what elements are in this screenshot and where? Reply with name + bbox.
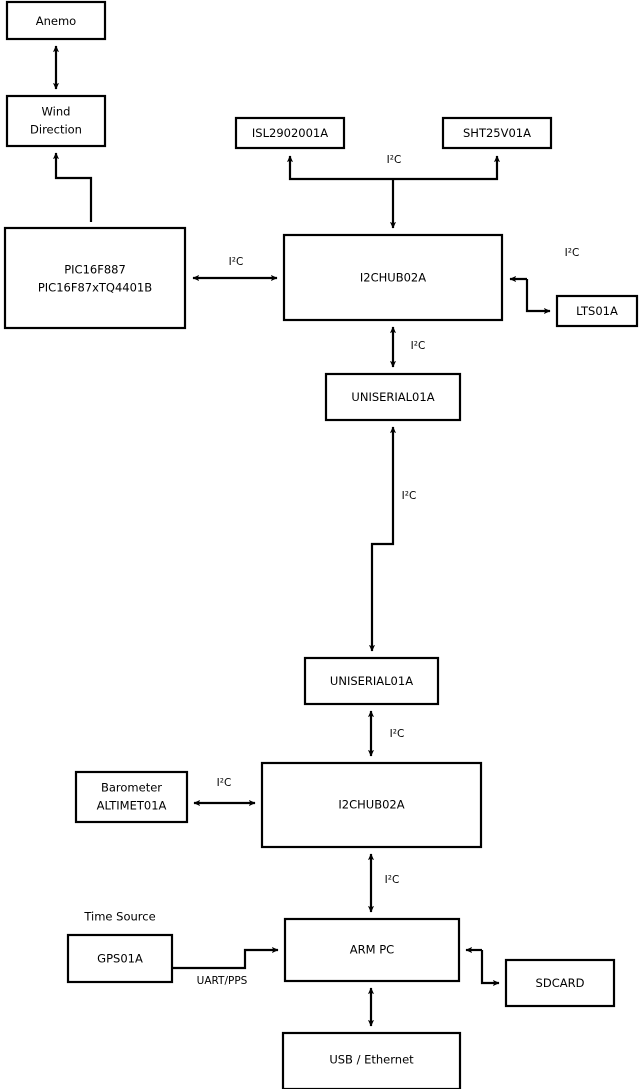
block-label-line1: PIC16F887: [64, 263, 126, 277]
block-rect[interactable]: [303, 656, 440, 706]
edge-label-i2c: I²C: [385, 874, 400, 886]
block-label: UNISERIAL01A: [351, 390, 434, 404]
edges-layer: I²C I²C I²C I²C: [52, 45, 580, 1027]
edge-label-uart-pps: UART/PPS: [197, 975, 248, 987]
block-rect[interactable]: [555, 294, 639, 328]
edge-label-i2c: I²C: [411, 340, 426, 352]
edge-path-to-sht: [393, 155, 501, 181]
edge-path-out: [525, 279, 551, 315]
block-rect[interactable]: [281, 1031, 462, 1089]
block-rect[interactable]: [283, 917, 461, 983]
block-label: UNISERIAL01A: [330, 674, 413, 688]
block-label: USB / Ethernet: [329, 1053, 414, 1067]
block-rect[interactable]: [5, 94, 107, 148]
block-sht25v01a[interactable]: SHT25V01A: [441, 116, 553, 150]
block-label: GPS01A: [97, 952, 143, 966]
block-i2chub02a-bottom[interactable]: I2CHUB02A: [260, 761, 483, 849]
block-arm-pc[interactable]: ARM PC: [283, 917, 461, 983]
block-rect[interactable]: [324, 372, 462, 422]
edge-i2chub02a-top-to-uniserial01a-top: I²C: [389, 326, 426, 368]
block-rect[interactable]: [504, 958, 616, 1008]
block-usb-ethernet[interactable]: USB / Ethernet: [281, 1031, 462, 1089]
block-anemo[interactable]: Anemo: [5, 0, 107, 41]
edge-path: [52, 152, 93, 222]
edge-path-out: [480, 950, 500, 987]
edge-label-i2c: I²C: [402, 490, 417, 502]
edge-path-up: [370, 426, 397, 645]
block-lts01a[interactable]: LTS01A: [555, 294, 639, 328]
block-isl2902001a[interactable]: ISL2902001A: [234, 116, 346, 150]
block-sdcard[interactable]: SDCARD: [504, 958, 616, 1008]
block-uniserial01a-bottom[interactable]: UNISERIAL01A: [303, 656, 440, 706]
edge-label-i2c: I²C: [387, 154, 402, 166]
block-uniserial01a-top[interactable]: UNISERIAL01A: [324, 372, 462, 422]
block-label: SHT25V01A: [463, 126, 531, 140]
block-label-line2: PIC16F87xTQ4401B: [38, 281, 152, 295]
block-gps01a[interactable]: GPS01A: [66, 933, 174, 984]
edge-path: [172, 946, 279, 970]
edge-i2chub02a-bottom-to-arm-pc: I²C: [367, 853, 400, 913]
block-pic16f887[interactable]: PIC16F887 PIC16F87xTQ4401B: [3, 226, 187, 330]
block-rect[interactable]: [282, 233, 504, 322]
block-label: Anemo: [36, 14, 76, 28]
block-label: I2CHUB02A: [360, 271, 426, 285]
edge-uniserial01a-bottom-to-i2chub02a-bottom: I²C: [367, 710, 405, 757]
edge-gps01a-to-arm-pc: UART/PPS: [172, 946, 279, 987]
block-label: SDCARD: [536, 976, 585, 990]
block-rect[interactable]: [74, 770, 189, 824]
free-labels-layer: Time Source: [83, 910, 155, 924]
block-label-line2: ALTIMET01A: [97, 799, 167, 813]
block-label-line1: Barometer: [101, 781, 162, 795]
block-label-line2: Direction: [30, 123, 82, 137]
label-time-source: Time Source: [83, 910, 155, 924]
edge-path-to-isl: [286, 155, 393, 181]
block-rect[interactable]: [260, 761, 483, 849]
block-i2chub02a-top[interactable]: I2CHUB02A: [282, 233, 504, 322]
block-rect[interactable]: [3, 226, 187, 330]
block-label: ISL2902001A: [252, 126, 328, 140]
edge-pic-to-i2chub02a-top: I²C: [192, 256, 278, 282]
block-label: I2CHUB02A: [338, 798, 404, 812]
block-rect[interactable]: [66, 933, 174, 984]
block-barometer-altimet01a[interactable]: Barometer ALTIMET01A: [74, 770, 189, 824]
edge-arm-pc-to-sdcard: [465, 946, 500, 987]
block-rect[interactable]: [5, 0, 107, 41]
edge-label-i2c: I²C: [217, 777, 232, 789]
edge-label-i2c: I²C: [565, 247, 580, 259]
edge-pic-to-wind-direction: [52, 152, 93, 222]
block-label-line1: Wind: [42, 105, 71, 119]
edge-i2chub02a-top-to-sensors: I²C: [286, 154, 501, 229]
edge-uniserial01a-top-to-uniserial01a-bottom: I²C: [368, 426, 417, 652]
edge-label-i2c: I²C: [390, 728, 405, 740]
boxes-layer: Anemo Wind Direction PIC16F887 PIC16F87x…: [3, 0, 639, 1089]
block-rect[interactable]: [234, 116, 346, 150]
block-label: LTS01A: [576, 304, 618, 318]
edge-i2chub02a-top-to-lts01a: I²C: [509, 247, 580, 315]
block-rect[interactable]: [441, 116, 553, 150]
edge-barometer-to-i2chub02a-bottom: I²C: [193, 777, 256, 807]
block-label: ARM PC: [350, 943, 394, 957]
edge-label-i2c: I²C: [229, 256, 244, 268]
block-wind-direction[interactable]: Wind Direction: [5, 94, 107, 148]
